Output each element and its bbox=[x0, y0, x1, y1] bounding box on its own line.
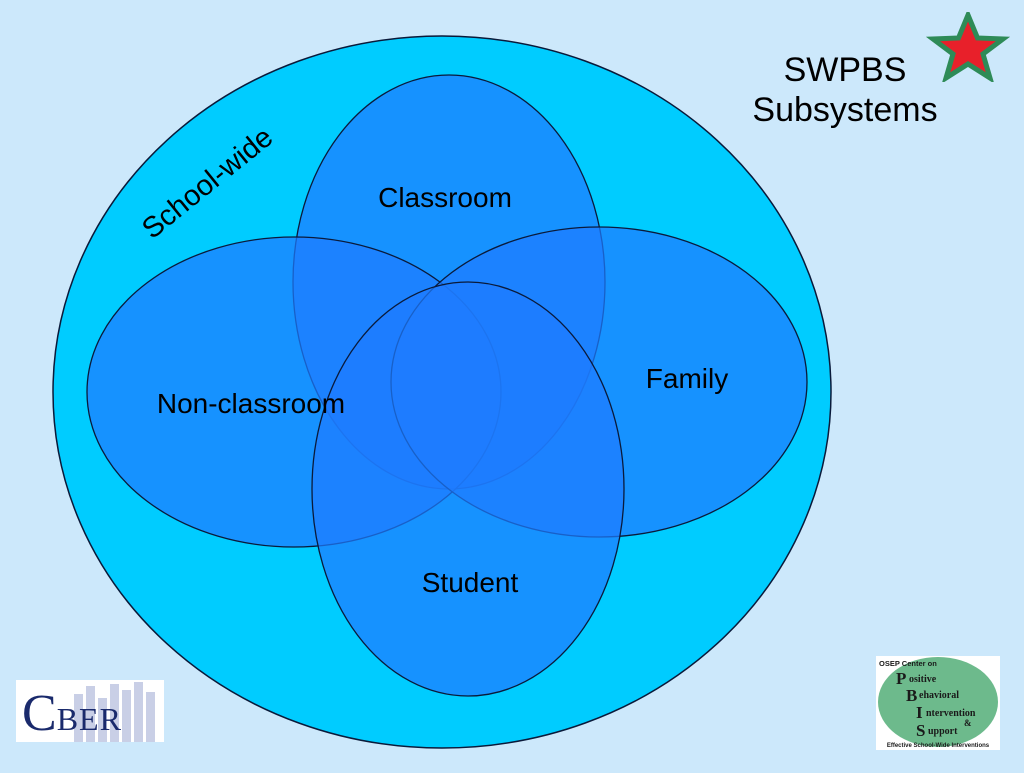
pbis-b-letter: B bbox=[906, 686, 917, 705]
classroom-label: Classroom bbox=[378, 182, 512, 213]
pbis-s-letter: S bbox=[916, 721, 925, 740]
pbis-i-letter: I bbox=[916, 703, 923, 722]
cber-logo: CBER bbox=[16, 680, 164, 742]
pbis-p-word: ositive bbox=[909, 674, 937, 685]
pbis-i-word: ntervention bbox=[926, 708, 976, 719]
cber-rest: BER bbox=[56, 701, 122, 737]
star-icon bbox=[924, 8, 1012, 84]
pbis-b-word: ehavioral bbox=[919, 690, 959, 701]
pbis-amp: & bbox=[964, 718, 972, 728]
title-line-1: SWPBS bbox=[783, 51, 907, 89]
pbis-header: OSEP Center on bbox=[879, 659, 937, 668]
pbis-logo: OSEP Center on P ositive B ehavioral I n… bbox=[876, 656, 1000, 750]
student-set bbox=[311, 281, 625, 697]
pbis-s-word: upport bbox=[928, 726, 958, 737]
cber-initial: C bbox=[22, 685, 57, 742]
student-label: Student bbox=[422, 567, 519, 598]
family-label: Family bbox=[646, 363, 728, 394]
title-line-2: Subsystems bbox=[752, 91, 938, 129]
pbis-footer: Effective School-Wide Interventions bbox=[887, 743, 990, 749]
non-classroom-label: Non-classroom bbox=[157, 388, 345, 419]
slide-title: SWPBS Subsystems bbox=[720, 50, 970, 130]
pbis-p-letter: P bbox=[896, 669, 906, 688]
